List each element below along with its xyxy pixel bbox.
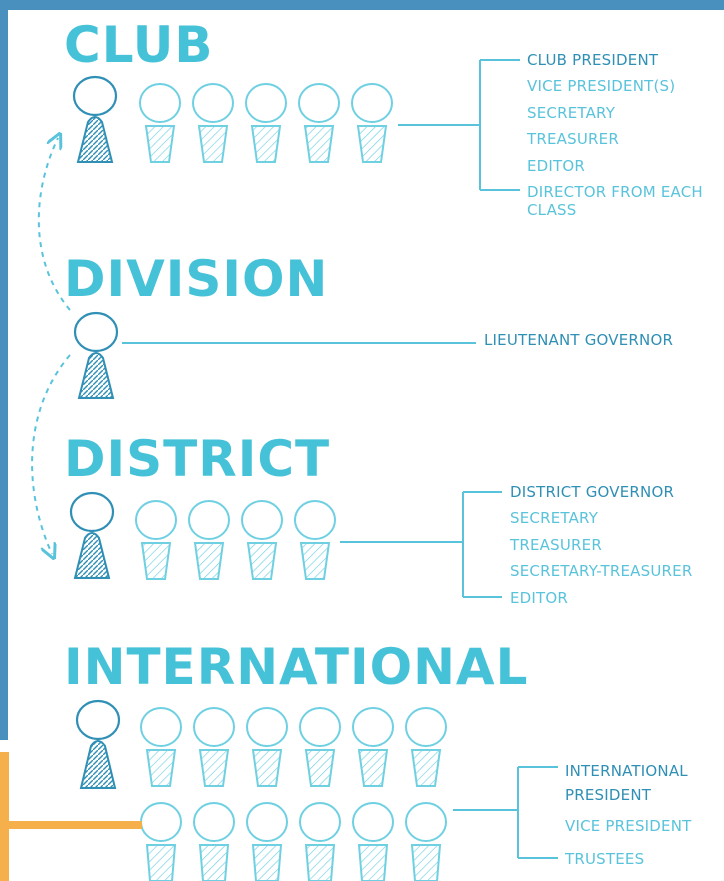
club-role-director: DIRECTOR FROM EACH CLASS (527, 183, 703, 219)
district-leader-figure (69, 491, 115, 579)
international-members (75, 699, 447, 881)
club-role-vice-president: VICE PRESIDENT(S) (527, 77, 676, 95)
club-role-editor: EDITOR (527, 157, 586, 175)
international-member-figure (405, 802, 447, 881)
district-heading: DISTRICT (64, 430, 331, 488)
district-role-governor: DISTRICT GOVERNOR (510, 483, 675, 501)
international-role-president: INTERNATIONAL PRESIDENT (565, 762, 688, 804)
arrow-division-to-club (37, 138, 71, 311)
district-role-secretary-treasurer: SECRETARY-TREASURER (510, 562, 693, 580)
club-member-figure (351, 83, 393, 163)
district-member-figure (135, 500, 177, 580)
division-leader-figure (73, 311, 119, 399)
accent-bar-horizontal (0, 821, 142, 829)
club-member-figure (192, 83, 234, 163)
international-member-figure (405, 707, 447, 787)
international-member-figure (193, 707, 235, 787)
international-connector (453, 766, 558, 859)
club-connector (398, 59, 520, 191)
international-member-figure (140, 707, 182, 787)
international-member-figure (352, 707, 394, 787)
club-leader-figure (72, 75, 118, 163)
international-member-figure (352, 802, 394, 881)
district-role-treasurer: TREASURER (510, 536, 602, 554)
org-diagram (31, 59, 558, 881)
international-role-vice-president: VICE PRESIDENT (565, 817, 692, 835)
international-member-figure (193, 802, 235, 881)
international-leader-figure (75, 699, 121, 789)
org-chart-panel: CLUB DIVISION DISTRICT INTERNATIONAL CLU… (8, 10, 724, 881)
international-member-figure (299, 802, 341, 881)
district-members (69, 491, 336, 580)
international-member-figure (246, 802, 288, 881)
arrow-division-to-district (31, 354, 71, 554)
club-members (72, 75, 393, 163)
district-member-figure (188, 500, 230, 580)
club-role-secretary: SECRETARY (527, 104, 616, 122)
district-member-figure (294, 500, 336, 580)
club-member-figure (139, 83, 181, 163)
international-role-trustees: TRUSTEES (565, 850, 645, 868)
international-member-figure (299, 707, 341, 787)
club-member-figure (298, 83, 340, 163)
accent-bar-vertical (0, 752, 9, 881)
division-role-lieutenant-governor: LIEUTENANT GOVERNOR (484, 331, 674, 349)
district-connector (340, 491, 502, 598)
club-role-president: CLUB PRESIDENT (527, 51, 659, 69)
international-heading: INTERNATIONAL (64, 638, 529, 696)
club-member-figure (245, 83, 287, 163)
international-member-figure (140, 802, 182, 881)
division-heading: DIVISION (64, 250, 329, 308)
club-role-treasurer: TREASURER (527, 130, 619, 148)
district-role-editor: EDITOR (510, 589, 569, 607)
district-member-figure (241, 500, 283, 580)
international-member-figure (246, 707, 288, 787)
club-heading: CLUB (64, 16, 214, 74)
district-role-secretary: SECRETARY (510, 509, 599, 527)
